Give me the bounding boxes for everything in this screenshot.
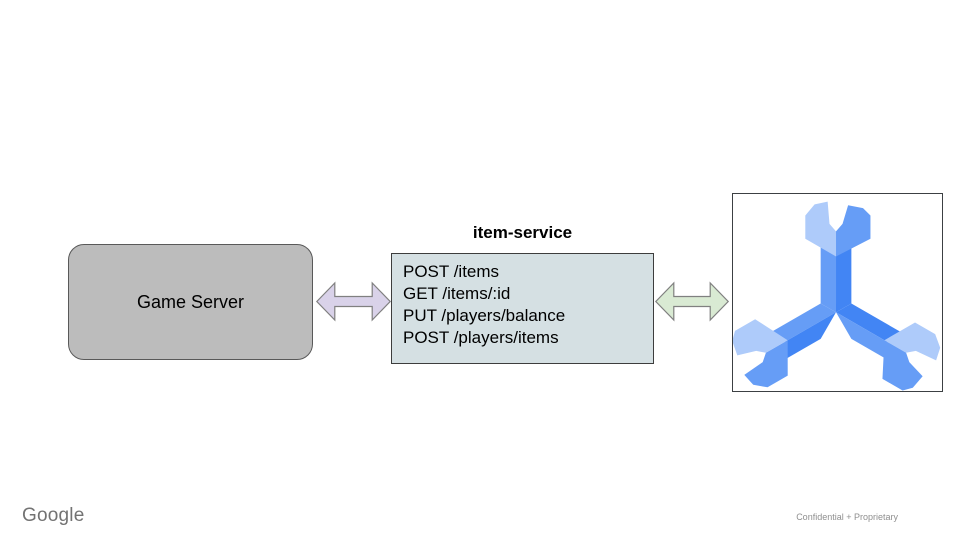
spanner-right-shaft-top-face bbox=[836, 303, 903, 342]
spanner-top-head-left-half bbox=[805, 201, 837, 257]
google-logo: Google bbox=[22, 505, 85, 526]
endpoint-line: GET /items/:id bbox=[403, 284, 511, 303]
endpoint-line: POST /players/items bbox=[403, 328, 559, 347]
game-server-node: Game Server bbox=[68, 244, 313, 360]
spanner-right-head-bottom-half bbox=[882, 340, 923, 391]
spanner-logo-box bbox=[732, 193, 943, 392]
confidentiality-notice: Confidential + Proprietary bbox=[796, 512, 898, 522]
spanner-right-shaft-front-face bbox=[836, 312, 887, 360]
endpoint-line: POST /items bbox=[403, 262, 500, 281]
item-service-title: item-service bbox=[472, 223, 573, 242]
spanner-up-shaft-left-face bbox=[820, 244, 837, 313]
spanner-top-head-right-half bbox=[836, 205, 871, 257]
spanner-left-head-top-half bbox=[733, 319, 788, 356]
left-bidirectional-arrow-icon bbox=[315, 281, 392, 322]
right-bidirectional-arrow-icon bbox=[654, 281, 730, 322]
game-server-label: Game Server bbox=[136, 291, 245, 312]
spanner-left-shaft-front-face bbox=[785, 312, 837, 360]
spanner-left-head bbox=[733, 319, 788, 388]
endpoint-line: PUT /players/balance bbox=[403, 306, 566, 325]
spanner-right-head bbox=[882, 322, 941, 391]
spanner-up-shaft-right-face bbox=[836, 244, 852, 313]
spanner-left-shaft-top-face bbox=[769, 303, 837, 342]
left-arrow-shape bbox=[315, 281, 392, 322]
spanner-left-head-bottom-half bbox=[744, 340, 788, 388]
spanner-top-head bbox=[805, 201, 871, 257]
spanner-right-head-top-half bbox=[884, 322, 941, 361]
cloud-spanner-icon bbox=[733, 201, 941, 391]
item-service-node: POST /items GET /items/:id PUT /players/… bbox=[391, 253, 654, 364]
right-arrow-shape bbox=[654, 281, 730, 322]
